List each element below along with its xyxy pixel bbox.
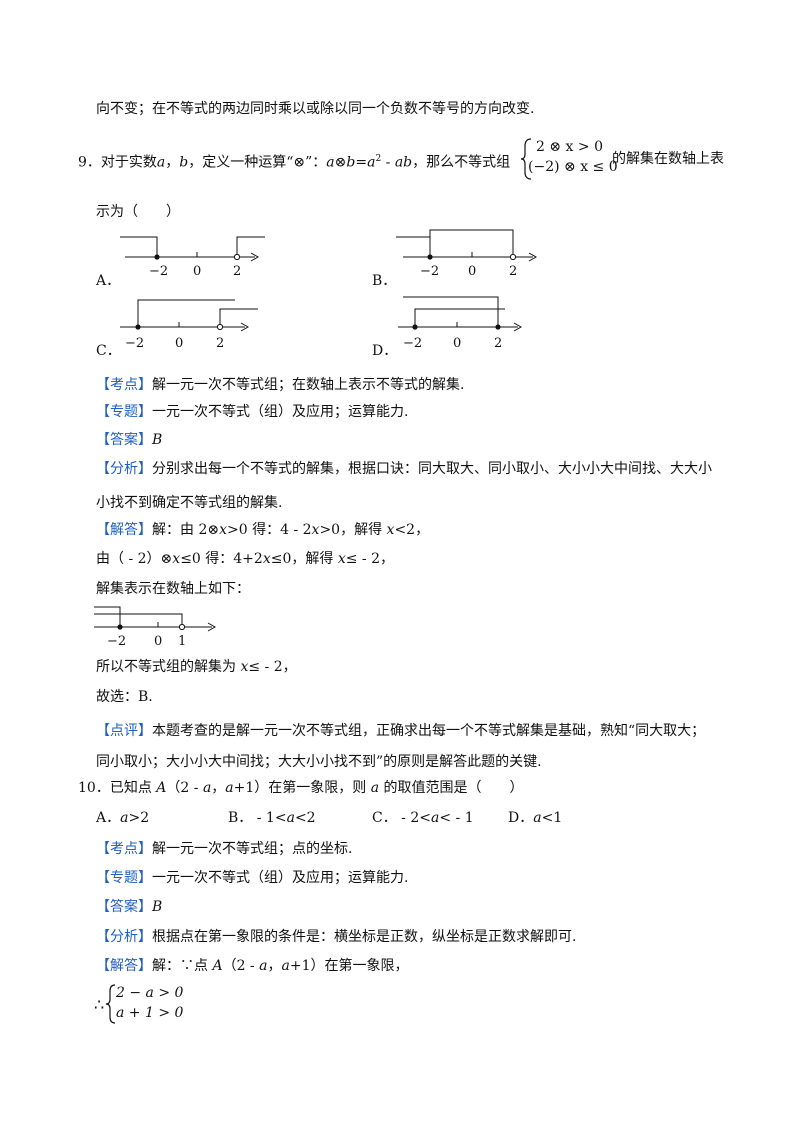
number-line-c: −2 0 2 [120, 299, 258, 350]
daan-10: 【答案】B [96, 899, 163, 915]
tick-label: 2 [509, 264, 517, 279]
system-line-9-1: 2 ⊗ x > 0 [536, 139, 603, 155]
jieda-9-step1: 【解答】解：由 2⊗x>0 得：4 - 2x>0，解得 x<2， [96, 522, 430, 538]
dianping-9: 【点评】本题考查的是解一元一次不等式组，正确求出每一个不等式解集是基础，熟知“同… [96, 723, 706, 739]
zhuanti-10: 【专题】一元一次不等式（组）及应用；运算能力. [96, 870, 409, 886]
option-b-label: B． [372, 273, 397, 289]
tick-label: −2 [125, 336, 144, 350]
system-brace-10 [105, 984, 116, 1024]
option-10-a: A．a>2 [96, 810, 150, 826]
option-d-label: D． [372, 343, 398, 359]
system-line-10-1: 2 − a > 0 [116, 985, 184, 1001]
question-9-stem: 9．对于实数a，b，定义一种运算“⊗”：a⊗b=a2 - ab，那么不等式组 [78, 154, 511, 171]
kaodian-9: 【考点】解一元一次不等式组；在数轴上表示不等式的解集. [96, 377, 465, 393]
number-line-d: −2 0 2 [398, 296, 523, 350]
kaodian-10: 【考点】解一元一次不等式组；点的坐标. [96, 841, 353, 857]
tick-label: −2 [107, 634, 126, 648]
intro-line: 向不变；在不等式的两边同时乘以或除以同一个负数不等号的方向改变. [96, 101, 535, 117]
option-c-label: C． [96, 343, 121, 359]
tick-label: 2 [216, 336, 224, 350]
tick-label: −2 [420, 264, 439, 279]
number-line-a: −2 0 2 [120, 236, 265, 279]
tick-label: −2 [149, 264, 168, 279]
question-9-stem-cont: 示为（ ） [96, 204, 180, 220]
number-line-b: −2 0 2 [396, 229, 538, 279]
number-line-solution: −2 0 1 [94, 606, 217, 648]
jieda-9-step5: 故选：B. [96, 689, 153, 705]
jieda-9-step4: 所以不等式组的解集为 x≤ - 2， [96, 659, 297, 675]
system-brace-9 [520, 138, 532, 180]
option-10-b: B． - 1<a<2 [228, 810, 316, 826]
tick-label: 2 [233, 264, 241, 279]
question-10-stem: 10．已知点 A（2 - a，a+1）在第一象限，则 a 的取值范围是（ ） [78, 780, 524, 796]
tick-label: −2 [403, 336, 422, 350]
fenxi-9: 【分析】分别求出每一个不等式的解集，根据口诀：同大取大、同小取小、大小小大中间找… [96, 461, 712, 477]
tick-label: 2 [494, 336, 502, 350]
jieda-9-step2: 由（ - 2）⊗x≤0 得：4+2x≤0，解得 x≤ - 2， [96, 551, 395, 567]
tick-label: 0 [175, 336, 183, 350]
tick-label: 0 [193, 264, 201, 279]
option-10-c: C． - 2<a< - 1 [372, 810, 474, 826]
zhuanti-9: 【专题】一元一次不等式（组）及应用；运算能力. [96, 404, 409, 420]
dianping-9-cont: 同小取小；大小小大中间找；大大小小找不到”的原则是解答此题的关键. [96, 754, 542, 770]
jieda-9-step3: 解集表示在数轴上如下： [96, 581, 250, 597]
daan-9: 【答案】B [96, 432, 163, 448]
fenxi-10: 【分析】根据点在第一象限的条件是：横坐标是正数，纵坐标是正数求解即可. [96, 929, 577, 945]
question-9-stem-tail: 的解集在数轴上表 [612, 151, 724, 167]
option-10-d: D．a<1 [508, 810, 563, 826]
fenxi-9-cont: 小找不到确定不等式组的解集. [96, 495, 283, 511]
tick-label: 0 [154, 634, 162, 648]
tick-label: 0 [468, 264, 476, 279]
system-line-9-2: (−2) ⊗ x ≤ 0 [528, 159, 618, 175]
tick-label: 0 [453, 336, 461, 350]
therefore-symbol: ∴ [94, 995, 105, 1014]
tick-label: 1 [178, 634, 186, 648]
system-line-10-2: a + 1 > 0 [116, 1005, 184, 1021]
option-a-label: A． [96, 273, 121, 289]
jieda-10: 【解答】解：∵点 A（2 - a，a+1）在第一象限， [96, 958, 409, 974]
